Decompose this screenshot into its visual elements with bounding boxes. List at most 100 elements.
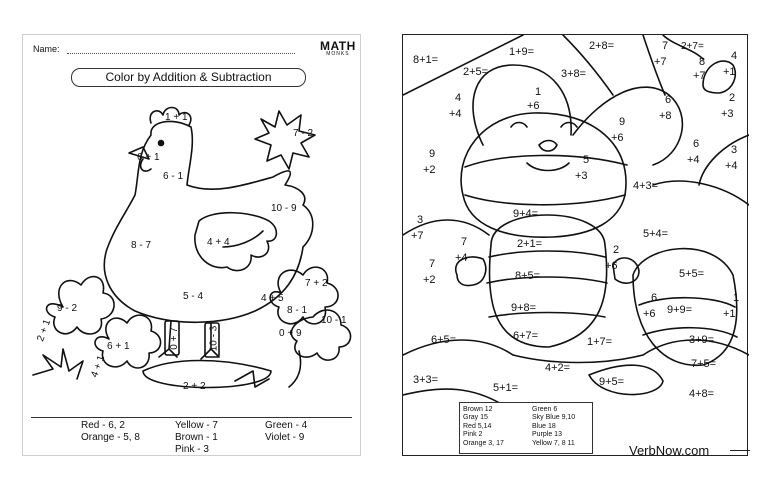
color-key-entry: Green 6 [532, 406, 558, 413]
problem-label: 9+8= [511, 302, 537, 314]
problem-label: 3+9= [689, 334, 715, 346]
problem-label: 9 [619, 116, 626, 128]
legend-entry: Green - 4 [265, 420, 308, 431]
problem-label: 2+7= [681, 41, 704, 52]
mathmonks-logo: MATH MONKS [320, 39, 356, 57]
problem-label: 9 - 2 [57, 303, 78, 314]
problem-label: 7 + 2 [305, 278, 328, 289]
problem-label: 3+8= [561, 68, 587, 80]
legend-entry: Orange - 5, 8 [81, 432, 140, 443]
brand-divider [730, 450, 750, 451]
problem-label: 8+1= [413, 54, 439, 66]
problem-label: 6 [693, 138, 700, 150]
problem-label: 5 - 4 [183, 291, 204, 302]
logo-main: MATH [320, 39, 356, 53]
problem-label: 6 - 1 [163, 171, 184, 182]
problem-label: 4 + 4 [207, 237, 230, 248]
problem-label: 2+8= [589, 40, 615, 52]
color-key-right: Green 6 Sky Blue 9,10 Blue 18 Purple 13 … [532, 406, 575, 448]
problem-label: +7 [693, 70, 706, 82]
problem-label: 8+5= [515, 270, 541, 282]
problem-label: 4+2= [545, 362, 571, 374]
legend-divider [31, 417, 352, 418]
problem-label: 9+5= [599, 376, 625, 388]
problem-label: +6 [527, 100, 540, 112]
color-key-entry: Yellow 7, 8 11 [532, 439, 575, 447]
legend-entry: Violet - 9 [265, 432, 305, 443]
legend-entry: Pink - 3 [175, 444, 209, 455]
problem-label: 6 [651, 292, 658, 304]
problem-label: 5+5= [679, 268, 705, 280]
worksheet-bunny: 8+1= 1+9= 2+8= 7 +7 2+7= 8 +7 4 +1 2+5= … [402, 34, 750, 458]
problem-label: +7 [654, 56, 667, 68]
problem-label: 6+5= [431, 334, 457, 346]
color-key-entry: Orange 3, 17 [463, 439, 504, 447]
problem-label: 7 - 2 [293, 128, 314, 139]
problem-label: 6 + 1 [107, 341, 130, 352]
problem-label: 7 [429, 258, 436, 270]
problem-label: +2 [423, 164, 436, 176]
brand-label: VerbNow.com [629, 443, 710, 458]
problem-label: 8 - 1 [287, 305, 308, 316]
color-key-entry: Red 5,14 [463, 422, 492, 430]
problem-label: 5 [583, 154, 590, 166]
problem-label: 10 - 3 [208, 325, 220, 352]
problem-label: +6 [611, 132, 624, 144]
problem-label: +3 [721, 108, 734, 120]
problem-label: 8 - 7 [131, 240, 152, 251]
problem-label: 3+3= [413, 374, 439, 386]
problem-label: +6 [605, 260, 618, 272]
problem-label: 1 + 1 [165, 112, 188, 123]
problem-label: 6 + 1 [137, 152, 160, 163]
color-key-left: Brown 12 Gray 15 Red 5,14 Pink 2 Orange … [463, 406, 504, 448]
color-key-entry: Sky Blue 9,10 [532, 414, 576, 422]
worksheet-hen: Name: MATH MONKS Color by Addition & Sub… [22, 34, 361, 456]
problem-label: 1+9= [509, 46, 535, 58]
problem-label: 6 [665, 94, 672, 106]
problem-label: +4 [725, 160, 738, 172]
problem-label: 6+7= [513, 330, 539, 342]
color-key-box: Brown 12 Gray 15 Red 5,14 Pink 2 Orange … [459, 402, 593, 454]
problem-label: 9+9= [667, 304, 693, 316]
problem-label: 1+7= [587, 336, 613, 348]
hen-line-art [32, 106, 352, 389]
problem-label: 9 [429, 148, 436, 160]
legend-entry: Brown - 1 [175, 432, 218, 443]
problem-label: 0 + 9 [279, 328, 302, 339]
color-key-entry: Pink 2 [463, 431, 483, 439]
problem-label: 1 [535, 86, 542, 98]
problem-label: 9+4= [513, 208, 539, 220]
problem-label: 3 [417, 214, 424, 226]
problem-label: 5+4= [643, 228, 669, 240]
problem-label: +4 [687, 154, 700, 166]
legend-entry: Red - 6, 2 [81, 420, 125, 431]
problem-label: 4 [455, 92, 462, 104]
problem-label: 7 [461, 236, 468, 248]
worksheet-title: Color by Addition & Subtraction [71, 68, 306, 87]
problem-label: 7+5= [691, 358, 717, 370]
name-label: Name: [33, 44, 60, 54]
problem-label: 2 + 2 [183, 381, 206, 392]
problem-label: 1 [733, 292, 740, 304]
problem-label: +4 [449, 108, 462, 120]
problem-label: +6 [643, 308, 656, 320]
problem-label: +7 [411, 230, 424, 242]
problem-label: 10 - 1 [321, 315, 347, 326]
problem-label: 2+1= [517, 238, 543, 250]
problem-label: 5+1= [493, 382, 519, 394]
problem-label: 3 [731, 144, 738, 156]
problem-label: 4 + 5 [261, 293, 284, 304]
problem-label: 0 + 7 [168, 327, 180, 350]
problem-label: 8 [699, 56, 706, 68]
problem-label: +8 [659, 110, 672, 122]
problem-label: +4 [455, 252, 468, 264]
problem-label: 4+8= [689, 388, 715, 400]
problem-label: +3 [575, 170, 588, 182]
problem-label: 2 [729, 92, 736, 104]
problem-label: 4 [731, 50, 738, 62]
problem-label: 2 [613, 244, 620, 256]
problem-label: 4+3= [633, 180, 659, 192]
problem-label: 7 [662, 40, 669, 52]
problem-label: 2+5= [463, 66, 489, 78]
legend-entry: Yellow - 7 [175, 420, 218, 431]
